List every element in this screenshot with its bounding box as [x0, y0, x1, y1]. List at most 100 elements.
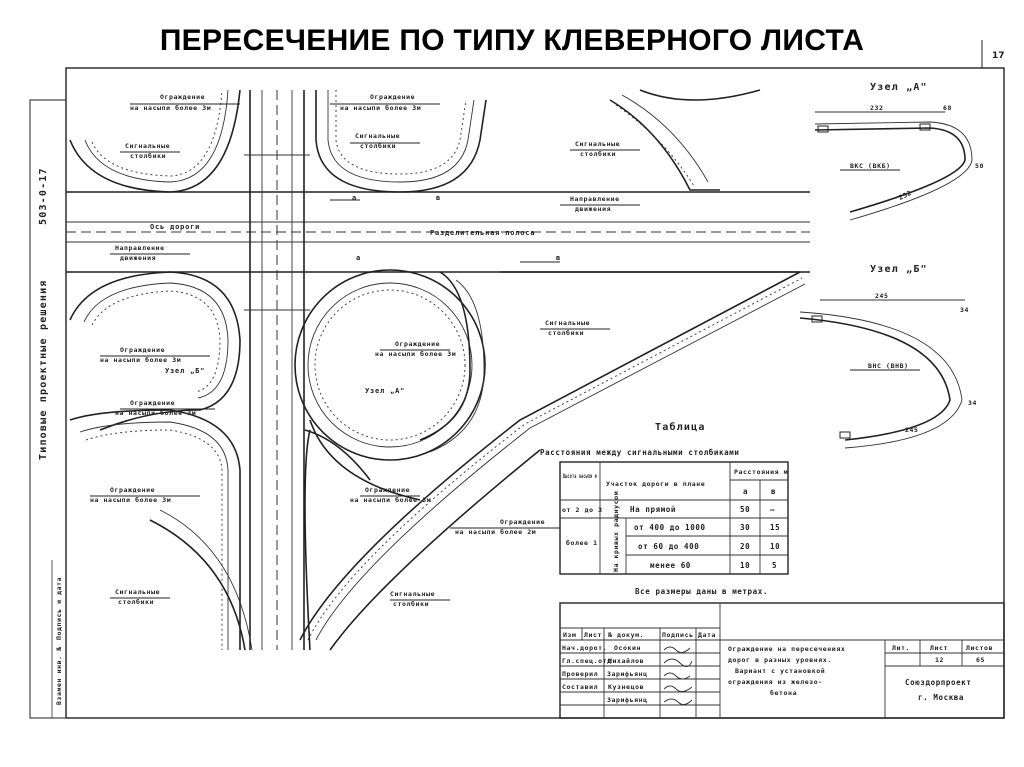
slide-title: ПЕРЕСЕЧЕНИЕ ПО ТИПУ КЛЕВЕРНОГО ЛИСТА [159, 24, 865, 57]
stamp-h-list: Лист [584, 631, 602, 639]
table-row-1-b: — [770, 505, 775, 514]
table-title: Таблица [655, 421, 706, 433]
stamp-role-4: Составил [562, 683, 598, 691]
stamp-h-date: Дата [698, 631, 716, 639]
table-row-2-a: 30 [740, 523, 750, 532]
table-row-h2: более 1 [566, 539, 598, 547]
node-b-d1: 245 [875, 292, 889, 300]
label-posts-4-sub: столбики [548, 329, 584, 337]
label-direction-2: Направление [115, 244, 165, 252]
ramp-diagonal [299, 271, 806, 651]
label-fence-8: Ограждение [500, 518, 545, 526]
stamp-role-3: Проверил [562, 670, 598, 678]
stamp-h-sheet: Лист [930, 644, 948, 652]
node-b-title: Узел „Б" [870, 264, 928, 275]
table-h-distances: Расстояния м [734, 468, 788, 476]
label-node-a: Узел „А" [365, 387, 405, 395]
label-fence-4: Ограждение [395, 340, 440, 348]
stamp-h-doc: № докум. [607, 631, 644, 639]
table-curves: На кривых радиусом [612, 491, 620, 572]
crossing-road [244, 90, 310, 650]
stamp-role-2: Гл.спец.отд. [562, 657, 616, 665]
title-block: Изм Лист № докум. Подпись Дата Нач.дорот… [559, 602, 1005, 719]
table-row-3-a: 20 [740, 542, 750, 551]
node-b-d4: 245 [905, 426, 919, 434]
label-fence-5: Ограждение [130, 399, 175, 407]
label-posts-2-sub: столбики [360, 142, 396, 150]
label-posts-5: Сигнальные [115, 588, 160, 596]
stamp-sheet-no: 12 [935, 656, 944, 664]
stamp-description-1: Ограждение на пересечениях [728, 645, 845, 653]
label-fence-1-sub: на насыпи более 3м [130, 104, 211, 112]
stamp-name-1: Осокин [614, 644, 641, 652]
label-posts-6: Сигнальные [390, 590, 435, 598]
table-note: Все размеры даны в метрах. [635, 587, 768, 596]
dim-a-2: а [356, 254, 361, 262]
ramp-bottom-center [304, 429, 371, 651]
table-h-height: Высота насыпи м [563, 472, 597, 480]
label-posts-2: Сигнальные [355, 132, 400, 140]
ramp-top-right-loop [315, 90, 487, 193]
stamp-h-izm: Изм [563, 631, 577, 639]
table-row-4-b: 5 [772, 561, 777, 570]
label-fence-3-sub: на насыпи более 3м [100, 356, 181, 364]
ramp-center-loop [294, 269, 486, 501]
table-row-4-a: 10 [740, 561, 750, 570]
label-direction-1-sub: движения [575, 205, 611, 213]
label-posts-3: Сигнальные [575, 140, 620, 148]
stamp-city: г. Москва [918, 693, 964, 702]
table-h-section: Участок дороги в плане [606, 480, 705, 488]
label-fence-1: Ограждение [160, 93, 205, 101]
node-a-part: ВКС (ВКБ) [850, 162, 891, 170]
label-road-axis: Ось дороги [150, 223, 200, 231]
table-row-2-b: 15 [770, 523, 780, 532]
label-posts-3-sub: столбики [580, 150, 616, 158]
ramp-right-loop [419, 271, 800, 453]
stamp-description-5: бетона [770, 689, 797, 697]
node-b-d3: 34 [968, 399, 977, 407]
node-a-title: Узел „А" [870, 82, 928, 93]
node-a-detail: Узел „А" 232 68 50 232 ВКС (ВКБ) [814, 82, 984, 221]
main-highway [66, 191, 810, 273]
label-posts-4: Сигнальные [545, 319, 590, 327]
table-row-3-section: от 60 до 400 [638, 542, 699, 551]
stamp-name-2: Михайлов [608, 657, 644, 665]
label-fence-6: Ограждение [110, 486, 155, 494]
dim-a-1: а [352, 194, 357, 202]
node-a-d3: 50 [975, 162, 984, 170]
node-b-part: ВНС (ВНВ) [868, 362, 909, 370]
stamp-name-3: Зарифьянц [607, 670, 648, 678]
label-fence-2: Ограждение [370, 93, 415, 101]
label-fence-4-sub: на насыпи более 3м [375, 350, 456, 358]
stamp-description-3: Вариант с установкой [735, 667, 825, 675]
node-a-d1: 232 [870, 104, 884, 112]
table-row-1-section: На прямой [630, 505, 676, 514]
label-node-b: Узел „Б" [165, 367, 205, 375]
stamp-h-sign: Подпись [662, 631, 694, 639]
sheet-number: 17 [992, 51, 1005, 61]
table-subtitle: Расстояния между сигнальными столбиками [540, 448, 740, 457]
stamp-sheets-total: 65 [976, 656, 985, 664]
side-stamp-1: Подпись и дата [55, 577, 63, 640]
table-h-col-a: а [743, 487, 748, 496]
label-fence-5-sub: на насыпи более 3м [115, 409, 196, 417]
distance-table: Таблица Расстояния между сигнальными сто… [540, 421, 789, 596]
label-fence-8-sub: на насыпи более 2м [455, 528, 536, 536]
node-a-d2: 68 [943, 104, 952, 112]
table-row-1-a: 50 [740, 505, 750, 514]
leader-lines [90, 103, 640, 601]
label-posts-1-sub: столбики [130, 152, 166, 160]
side-stamp-2: Взамен инв. № [55, 646, 63, 705]
label-posts-1: Сигнальные [125, 142, 170, 150]
dim-b-2: в [556, 254, 561, 262]
side-series: 503-0-17 [38, 167, 49, 225]
label-fence-7-sub: на насыпи более 3м [350, 496, 431, 504]
label-direction-1: Направление [570, 195, 620, 203]
node-b-d2: 34 [960, 306, 969, 314]
label-direction-2-sub: движения [120, 254, 156, 262]
table-row-h1: от 2 до 3 [562, 506, 603, 514]
stamp-description-4: ограждения из железо- [728, 678, 823, 686]
label-fence-2-sub: на насыпи более 3м [340, 104, 421, 112]
label-fence-7: Ограждение [365, 486, 410, 494]
table-row-2-section: от 400 до 1000 [634, 523, 706, 532]
